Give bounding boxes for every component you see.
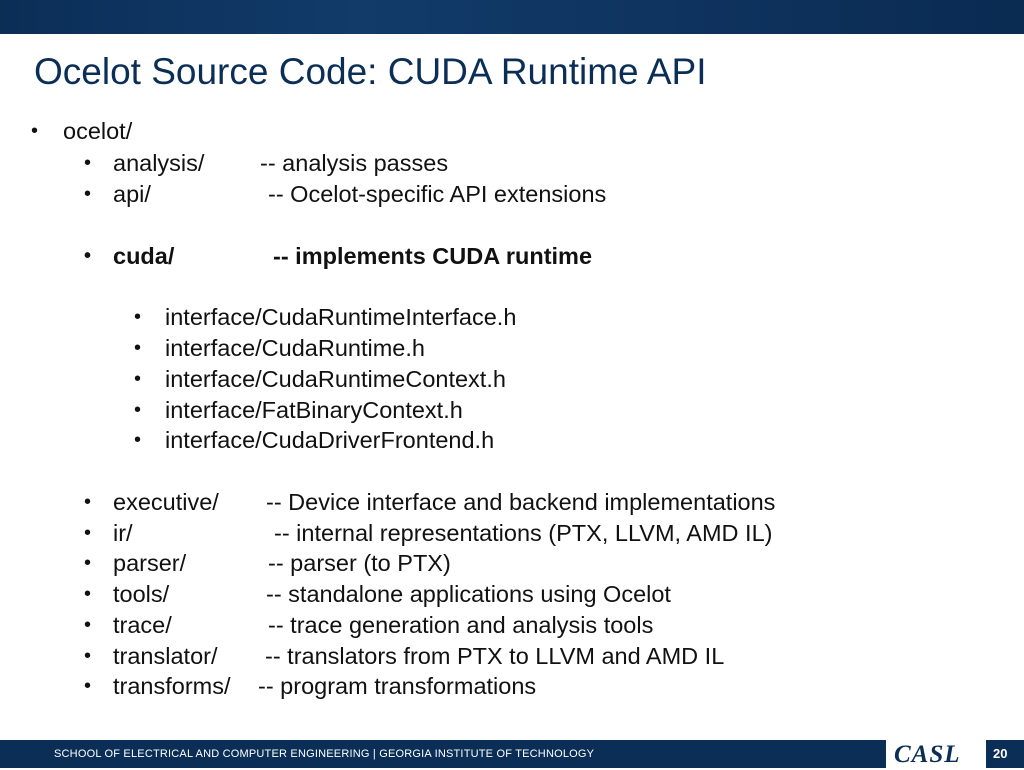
directory-description: -- internal representations (PTX, LLVM, … xyxy=(274,520,773,546)
bullet-icon: • xyxy=(84,522,92,544)
directory-name: cuda/ xyxy=(113,243,175,269)
bullet-icon: • xyxy=(84,614,92,636)
bullet-icon: • xyxy=(84,645,92,667)
bullet-icon: • xyxy=(134,399,142,421)
directory-name: translator/ xyxy=(113,643,218,669)
directory-name: trace/ xyxy=(113,612,172,638)
directory-name: api/ xyxy=(113,181,151,207)
directory-description: -- program transformations xyxy=(258,673,537,699)
bullet-icon: • xyxy=(84,491,92,513)
directory-name: parser/ xyxy=(113,550,187,576)
directory-name: analysis/ xyxy=(113,150,205,176)
institution-text: SCHOOL OF ELECTRICAL AND COMPUTER ENGINE… xyxy=(54,748,595,760)
directory-description: -- Device interface and backend implemen… xyxy=(266,489,776,515)
directory-description: -- standalone applications using Ocelot xyxy=(266,581,671,607)
header-bar xyxy=(0,0,1024,34)
file-path: interface/CudaRuntimeContext.h xyxy=(165,366,506,392)
casl-logo: CASL xyxy=(886,740,986,768)
file-path: interface/FatBinaryContext.h xyxy=(165,397,463,423)
file-path: interface/CudaDriverFrontend.h xyxy=(165,427,495,453)
footer-bar: SCHOOL OF ELECTRICAL AND COMPUTER ENGINE… xyxy=(0,740,1024,768)
directory-name: executive/ xyxy=(113,489,219,515)
file-path: interface/CudaRuntime.h xyxy=(165,335,425,361)
bullet-icon: • xyxy=(84,552,92,574)
file-path: interface/CudaRuntimeInterface.h xyxy=(165,304,517,330)
bullet-icon: • xyxy=(84,152,92,174)
bullet-icon: • xyxy=(84,583,92,605)
directory-description: -- implements CUDA runtime xyxy=(273,243,593,269)
bullet-icon: • xyxy=(84,675,92,697)
bullet-icon: • xyxy=(31,120,39,142)
bullet-icon: • xyxy=(84,245,92,267)
bullet-icon: • xyxy=(134,429,142,451)
bullet-icon: • xyxy=(134,368,142,390)
directory-description: -- Ocelot-specific API extensions xyxy=(268,181,607,207)
directory-description: -- analysis passes xyxy=(260,150,449,176)
bullet-icon: • xyxy=(84,183,92,205)
page-number: 20 xyxy=(993,746,1008,761)
logo-text: CASL xyxy=(894,741,961,768)
directory-name: transforms/ xyxy=(113,673,231,699)
directory-name: ir/ xyxy=(113,520,133,546)
directory-description: -- translators from PTX to LLVM and AMD … xyxy=(265,643,725,669)
bullet-icon: • xyxy=(134,306,142,328)
directory-name: tools/ xyxy=(113,581,170,607)
directory-description: -- trace generation and analysis tools xyxy=(268,612,654,638)
directory-label: ocelot/ xyxy=(63,118,133,144)
directory-description: -- parser (to PTX) xyxy=(268,550,451,576)
bullet-icon: • xyxy=(134,337,142,359)
slide-title: Ocelot Source Code: CUDA Runtime API xyxy=(34,51,707,92)
